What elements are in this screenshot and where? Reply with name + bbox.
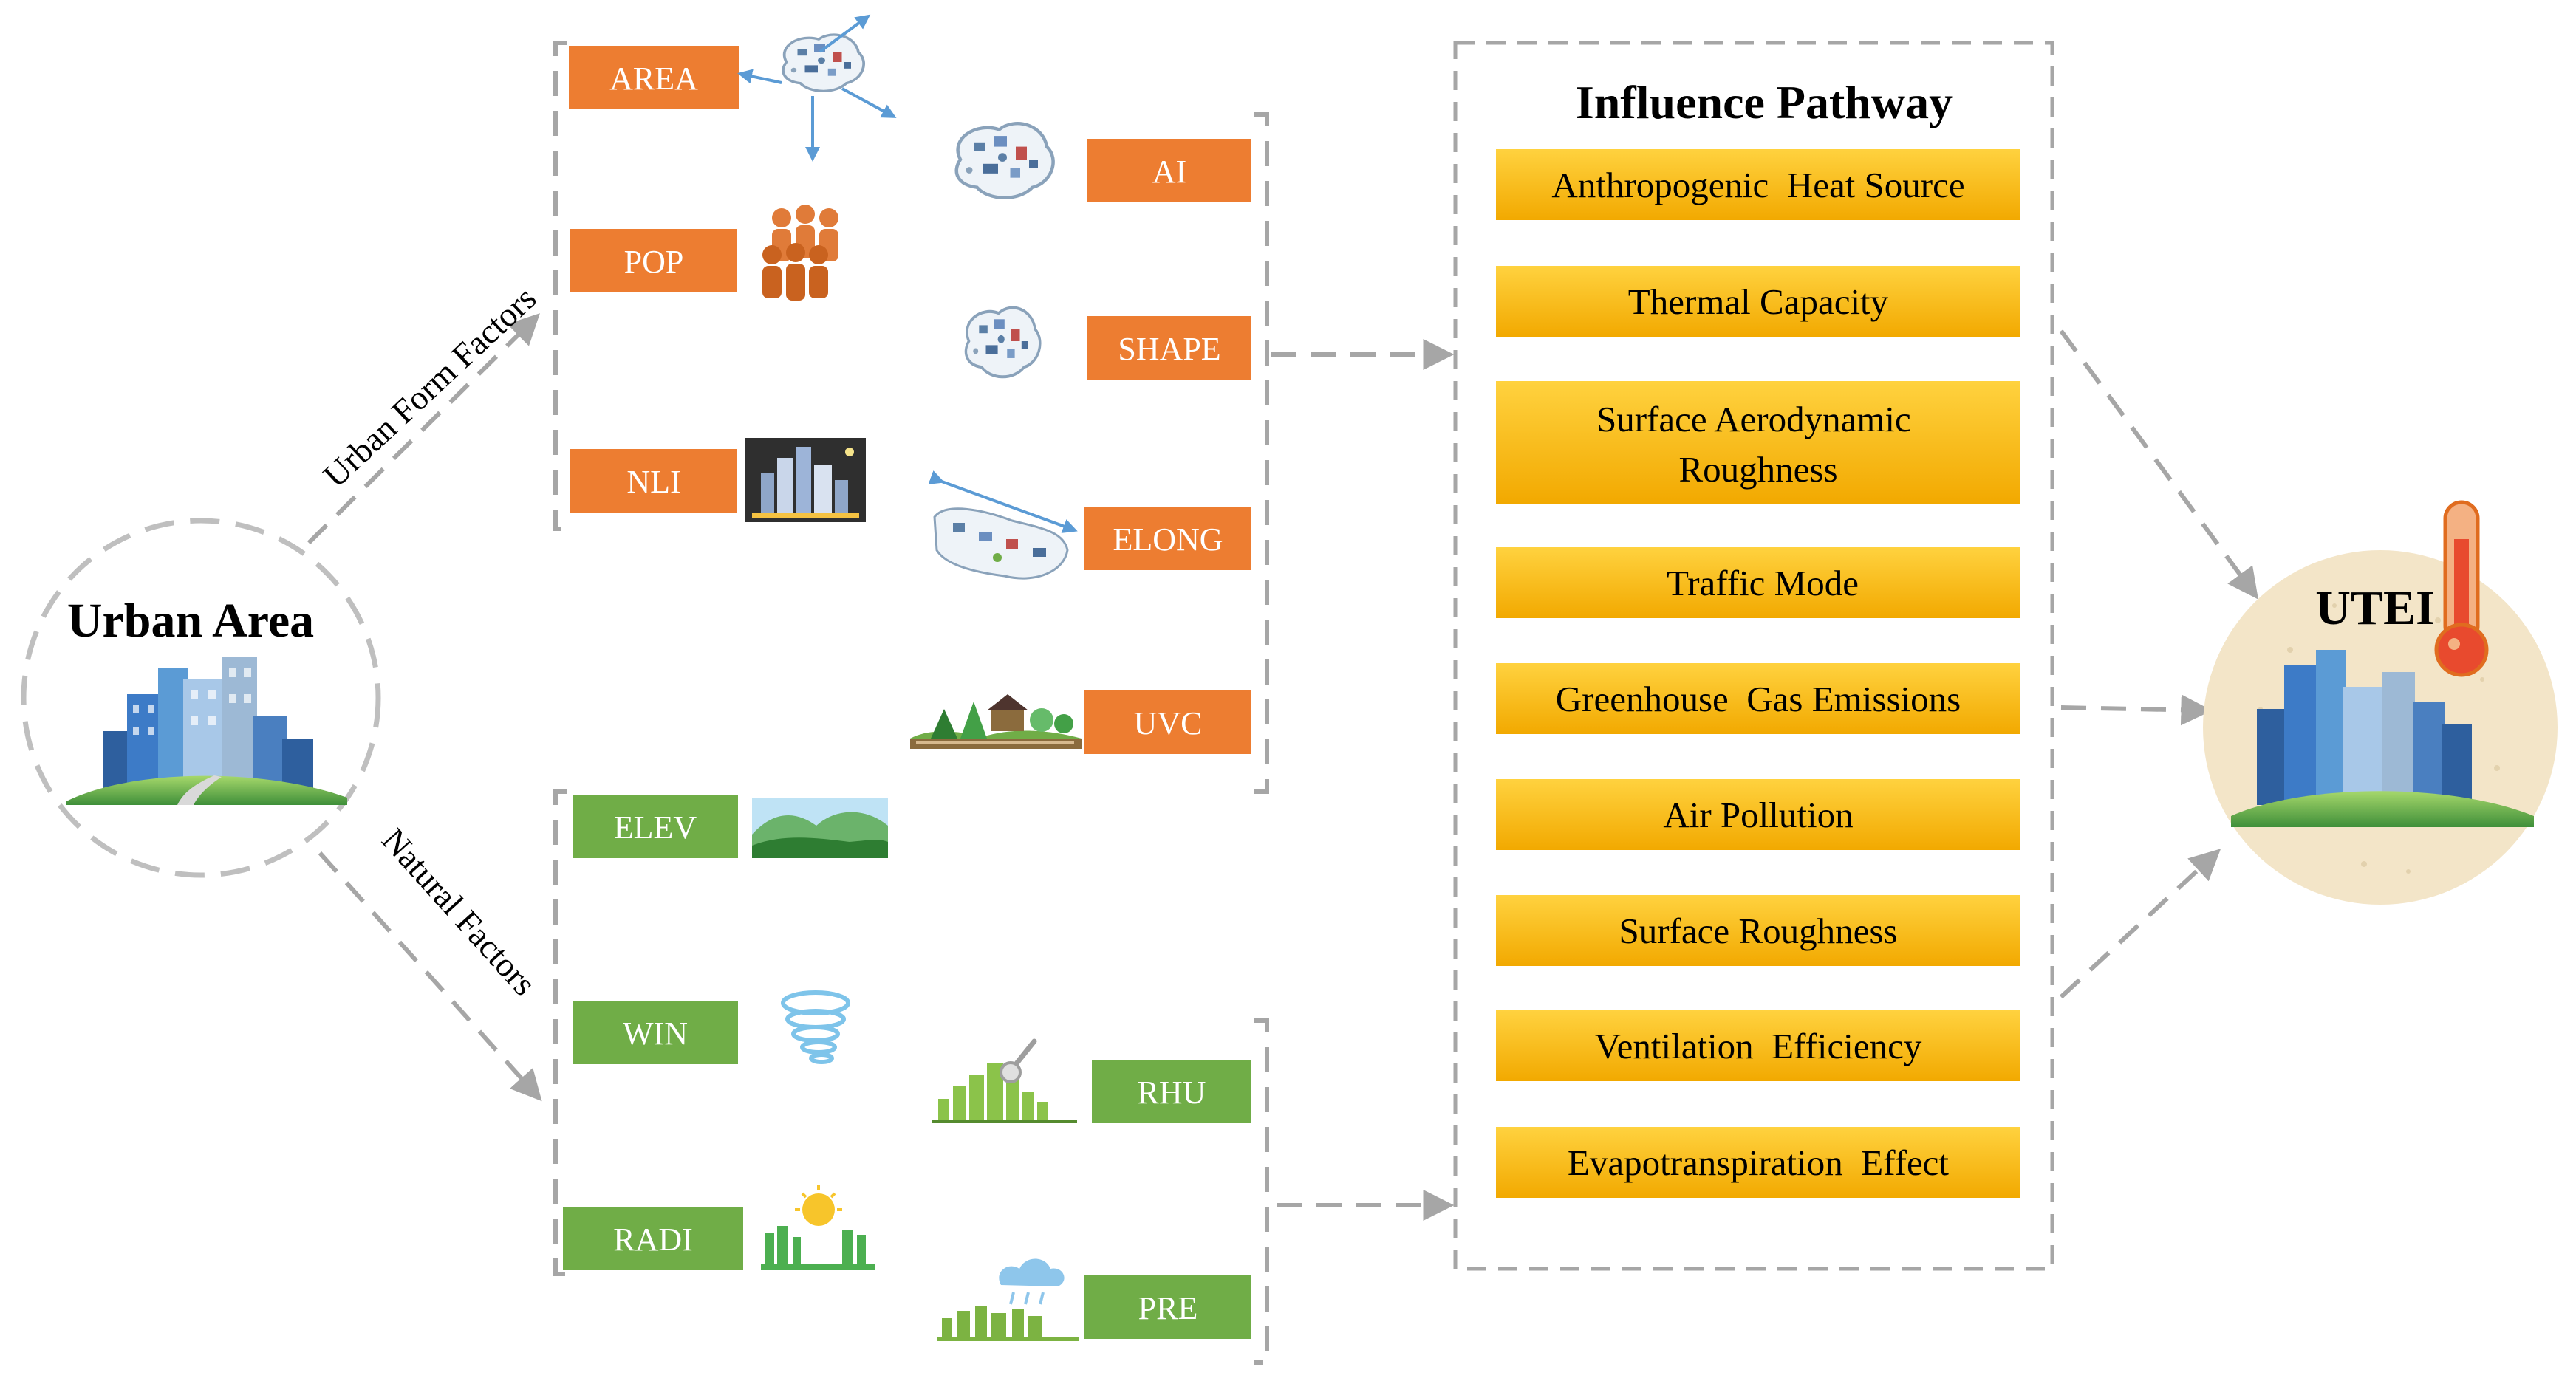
pathway-to-utei-top-arrow [2059, 329, 2258, 600]
influence-pathway-frame [1453, 41, 2054, 1271]
svg-text:AI: AI [1152, 154, 1186, 190]
factor-uvc: UVC [1084, 690, 1251, 754]
pathway-item: Evapotranspiration Effect [1496, 1127, 2020, 1198]
factor-nli: NLI [570, 449, 737, 513]
factor-radi: RADI [563, 1207, 743, 1270]
brackets [553, 41, 1269, 1365]
humidity-thermometer-icon [932, 1038, 1077, 1123]
natural-factors-label: Natural Factors [375, 821, 544, 1003]
svg-text:UVC: UVC [1134, 705, 1203, 741]
connectors [307, 313, 2258, 1221]
rain-cloud-icon [937, 1258, 1079, 1341]
factor-pop: POP [570, 229, 737, 292]
factor-elev: ELEV [573, 795, 738, 858]
sun-radiation-icon [761, 1185, 875, 1270]
factor-elong: ELONG [1084, 507, 1251, 570]
park-vegetation-icon [910, 694, 1082, 749]
mountain-icon [752, 798, 888, 858]
svg-text:Evapotranspiration Effect: Evapotranspiration Effect [1568, 1142, 1950, 1183]
pathway-item: Greenhouse Gas Emissions [1496, 663, 2020, 734]
urban-form-left-bracket [553, 41, 567, 531]
pathway-item: Air Pollution [1496, 779, 2020, 850]
night-city-icon [745, 438, 866, 522]
svg-text:WIN: WIN [623, 1015, 688, 1052]
pathway-item: Surface Roughness [1496, 895, 2020, 966]
utei-node: UTEI [2203, 500, 2558, 905]
svg-text:SHAPE: SHAPE [1118, 331, 1220, 367]
factor-area: AREA [569, 46, 739, 109]
svg-text:ELEV: ELEV [614, 809, 697, 846]
natural-branch-arrow [318, 851, 542, 1102]
pathway-item: Surface Aerodynamic Roughness [1496, 381, 2020, 504]
urban-area-node: Urban Area [21, 518, 381, 878]
factor-win: WIN [573, 1001, 738, 1064]
pathway-to-utei-bottom-arrow [2059, 849, 2221, 999]
influence-pathway-title: Influence Pathway [1576, 76, 1953, 128]
svg-text:POP: POP [624, 244, 684, 280]
urban-form-right-bracket [1254, 112, 1269, 794]
natural-factor-boxes: ELEV WIN RADI RHU PRE [563, 795, 1251, 1339]
pathway-item: Thermal Capacity [1496, 266, 2020, 337]
city-skyline-icon [2231, 650, 2534, 827]
factor-rhu: RHU [1092, 1060, 1251, 1123]
factor-pre: PRE [1084, 1275, 1251, 1339]
factor-ai: AI [1087, 139, 1251, 202]
svg-text:PRE: PRE [1138, 1290, 1198, 1326]
pathway-item-line: Surface Aerodynamic [1596, 399, 1911, 439]
pathway-item: Anthropogenic Heat Source [1496, 149, 2020, 220]
factor-shape: SHAPE [1087, 316, 1251, 380]
city-skyline-icon [66, 657, 347, 805]
people-group-icon [762, 205, 838, 301]
elongation-arrow-icon [928, 470, 1078, 580]
pathway-to-utei-mid-arrow [2060, 694, 2213, 726]
svg-text:AREA: AREA [609, 61, 698, 97]
city-blob-small-icon [966, 308, 1039, 377]
thermometer-icon [2434, 500, 2489, 677]
city-blob-expand-icon [737, 14, 897, 162]
svg-text:Ventilation Efficiency: Ventilation Efficiency [1595, 1026, 1922, 1066]
utei-label: UTEI [2315, 581, 2434, 635]
svg-text:Anthropogenic Heat Source: Anthropogenic Heat Source [1551, 165, 1964, 205]
svg-text:NLI: NLI [626, 464, 680, 500]
svg-text:Thermal Capacity: Thermal Capacity [1628, 281, 1889, 322]
natural-left-bracket [553, 789, 567, 1276]
svg-text:Surface Aerodynamic Ro: Surface Aerodynamic Roughness [1596, 399, 1920, 490]
pathway-item: Ventilation Efficiency [1496, 1010, 2020, 1081]
pathway-item: Traffic Mode [1496, 547, 2020, 618]
svg-text:Greenhouse Gas Emissions: Greenhouse Gas Emissions [1556, 679, 1961, 719]
city-blob-icon [957, 123, 1053, 198]
tornado-icon [781, 990, 850, 1064]
svg-text:Air Pollution: Air Pollution [1663, 795, 1853, 835]
natural-right-bracket [1254, 1018, 1269, 1365]
urban-area-label: Urban Area [67, 594, 314, 648]
svg-text:Traffic Mode: Traffic Mode [1667, 563, 1859, 603]
svg-text:ELONG: ELONG [1113, 521, 1223, 558]
pathway-items: Anthropogenic Heat Source Thermal Capaci… [1496, 149, 2020, 1198]
svg-text:Surface Roughness: Surface Roughness [1619, 911, 1898, 951]
svg-text:RHU: RHU [1138, 1075, 1206, 1111]
urban-form-factor-boxes: AREA POP NLI AI SHAPE ELONG UVC [569, 46, 1251, 754]
pathway-item-line: Roughness [1678, 449, 1837, 490]
svg-text:RADI: RADI [613, 1221, 693, 1258]
urban-form-factors-label: Urban Form Factors [316, 279, 544, 495]
urban-form-branch-arrow [307, 313, 540, 545]
